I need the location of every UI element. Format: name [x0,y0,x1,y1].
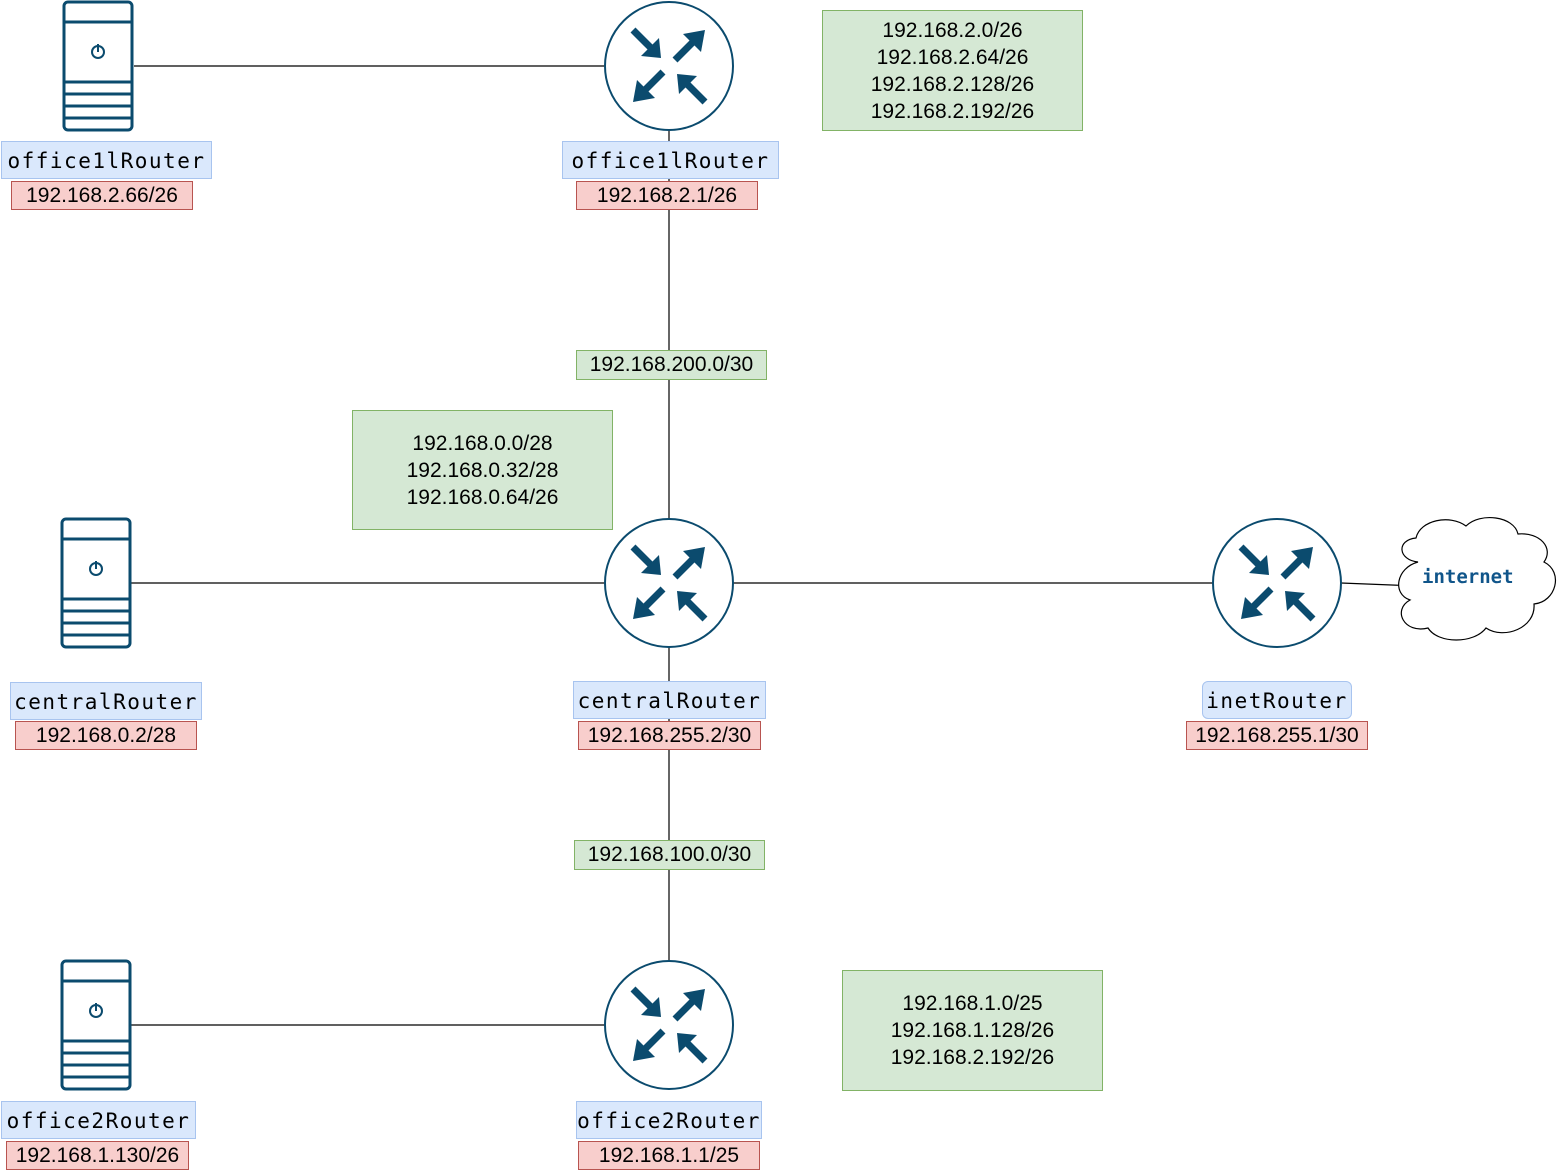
office2-router-icon [605,961,733,1089]
office2-subnet: 192.168.1.0/25 [902,992,1043,1015]
office1-subnet: 192.168.2.64/26 [876,45,1029,69]
link-label-office1-central: 192.168.200.0/30 [576,350,767,380]
office1-server-name: office1lRouter [1,141,212,179]
office2-server-name: office2Router [1,1101,196,1139]
office1-router-icon [605,2,733,130]
inet-router-ip: 192.168.255.1/30 [1186,721,1368,750]
central-subnet: 192.168.0.32/28 [406,458,559,482]
central-router-name: centralRouter [573,681,766,719]
office2-server-icon [60,959,132,1091]
office1-server-icon [62,0,134,132]
link-label-central-office2: 192.168.100.0/30 [574,840,765,870]
office2-router-name: office2Router [576,1101,762,1139]
office1-subnet: 192.168.2.0/26 [882,18,1023,42]
office2-subnet: 192.168.1.128/26 [890,1019,1055,1042]
office2-subnet: 192.168.2.192/26 [890,1046,1055,1069]
central-subnets: 192.168.0.0/28 192.168.0.32/28 192.168.0… [352,410,613,530]
office2-router-ip: 192.168.1.1/25 [578,1141,760,1170]
cloud-icon [1398,517,1556,641]
central-subnet: 192.168.0.64/26 [406,485,559,509]
office1-server-ip: 192.168.2.66/26 [11,181,193,210]
office1-subnet: 192.168.2.192/26 [870,99,1035,123]
central-router-ip: 192.168.255.2/30 [578,721,761,750]
office1-subnet: 192.168.2.128/26 [870,72,1035,96]
central-server-ip: 192.168.0.2/28 [15,721,197,750]
central-server-icon [60,517,132,649]
office1-subnets: 192.168.2.0/26 192.168.2.64/26 192.168.2… [822,10,1083,131]
inet-router-icon [1213,519,1341,647]
inet-router-name: inetRouter [1202,681,1352,719]
office1-router-name: office1lRouter [562,141,779,179]
internet-label: internet [1422,566,1514,588]
central-server-name: centralRouter [10,682,202,720]
office2-subnets: 192.168.1.0/25 192.168.1.128/26 192.168.… [842,970,1103,1091]
office2-server-ip: 192.168.1.130/26 [6,1141,189,1170]
office1-router-ip: 192.168.2.1/26 [576,181,758,210]
central-router-icon [605,519,733,647]
central-subnet: 192.168.0.0/28 [412,431,553,455]
